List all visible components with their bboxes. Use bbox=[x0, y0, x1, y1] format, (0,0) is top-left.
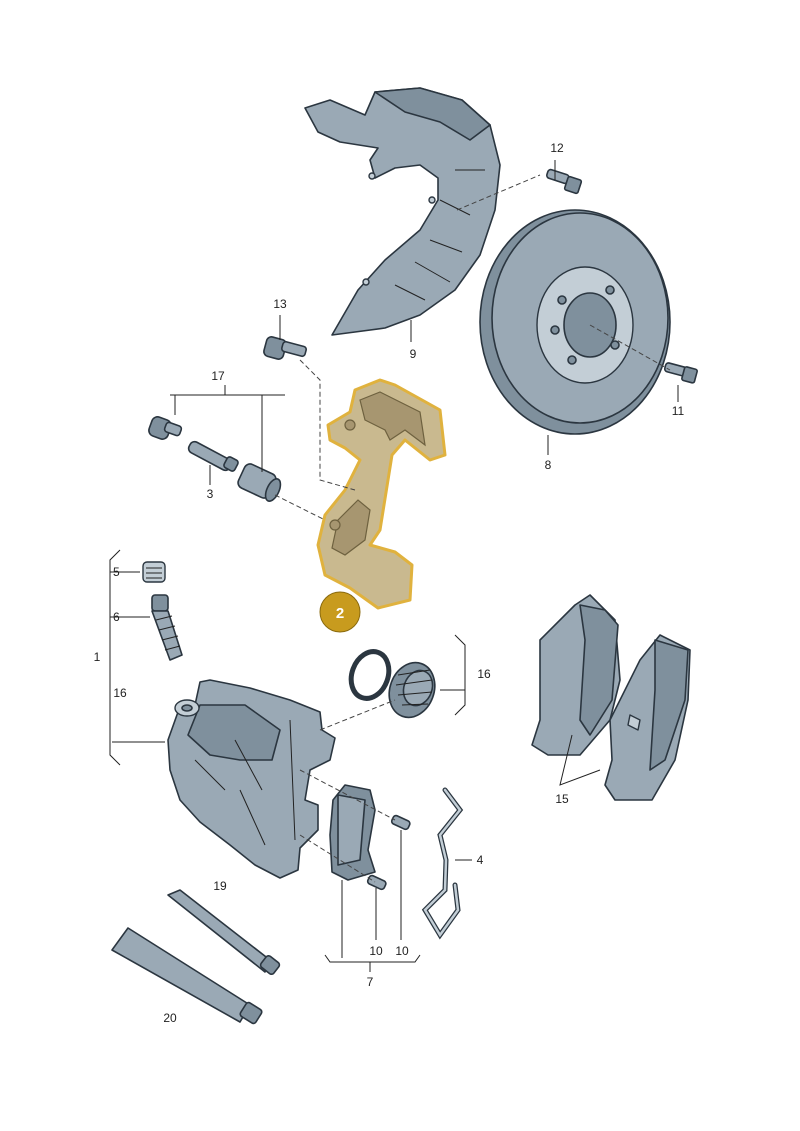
bolt-13[interactable] bbox=[263, 336, 308, 360]
pad-bolt-lower[interactable] bbox=[366, 874, 387, 891]
brake-disc[interactable] bbox=[479, 209, 671, 435]
part-2-badge[interactable]: 2 bbox=[319, 591, 361, 633]
pad-set-outer[interactable] bbox=[531, 594, 621, 756]
spring-clip[interactable] bbox=[421, 787, 464, 940]
bleed-cap[interactable] bbox=[142, 561, 166, 583]
label-16-left: 16 bbox=[113, 686, 127, 700]
label-6: 6 bbox=[113, 610, 120, 624]
label-9: 9 bbox=[410, 347, 417, 361]
label-15: 15 bbox=[555, 792, 569, 806]
label-10-right: 10 bbox=[395, 944, 409, 958]
piston-boot[interactable] bbox=[382, 656, 442, 724]
guide-sleeve[interactable] bbox=[236, 462, 283, 503]
label-10-left: 10 bbox=[369, 944, 383, 958]
label-12: 12 bbox=[550, 141, 564, 155]
pad-bolt-upper[interactable] bbox=[390, 814, 411, 831]
label-20: 20 bbox=[163, 1011, 177, 1025]
seal-ring[interactable] bbox=[345, 646, 395, 703]
label-3: 3 bbox=[207, 487, 214, 501]
label-8: 8 bbox=[545, 458, 552, 472]
bleed-valve[interactable] bbox=[151, 594, 183, 661]
label-17: 17 bbox=[211, 369, 225, 383]
svg-text:2: 2 bbox=[336, 605, 344, 622]
bolt-12[interactable] bbox=[545, 168, 583, 195]
label-1: 1 bbox=[94, 650, 101, 664]
guide-pin-bolt[interactable] bbox=[147, 415, 183, 441]
label-7: 7 bbox=[367, 975, 374, 989]
label-13: 13 bbox=[273, 297, 287, 311]
label-19: 19 bbox=[213, 879, 227, 893]
pad-set-inner[interactable] bbox=[604, 634, 691, 801]
callout-labels: 12 9 13 17 3 8 11 5 6 1 16 16 4 15 19 10… bbox=[94, 141, 685, 1025]
caliper-housing[interactable] bbox=[167, 679, 336, 879]
splash-shield[interactable] bbox=[304, 87, 501, 336]
bolt-11[interactable] bbox=[663, 362, 698, 384]
label-16-right: 16 bbox=[477, 667, 491, 681]
grease-tube-upper[interactable] bbox=[167, 889, 281, 976]
label-5: 5 bbox=[113, 565, 120, 579]
label-4: 4 bbox=[477, 853, 484, 867]
grease-tube-lower[interactable] bbox=[111, 927, 263, 1025]
leader-lines bbox=[109, 160, 679, 972]
label-11: 11 bbox=[672, 404, 685, 418]
guide-pin-3[interactable] bbox=[187, 440, 239, 472]
brake-carrier-highlighted[interactable] bbox=[316, 378, 447, 610]
brake-pad[interactable] bbox=[329, 784, 376, 881]
